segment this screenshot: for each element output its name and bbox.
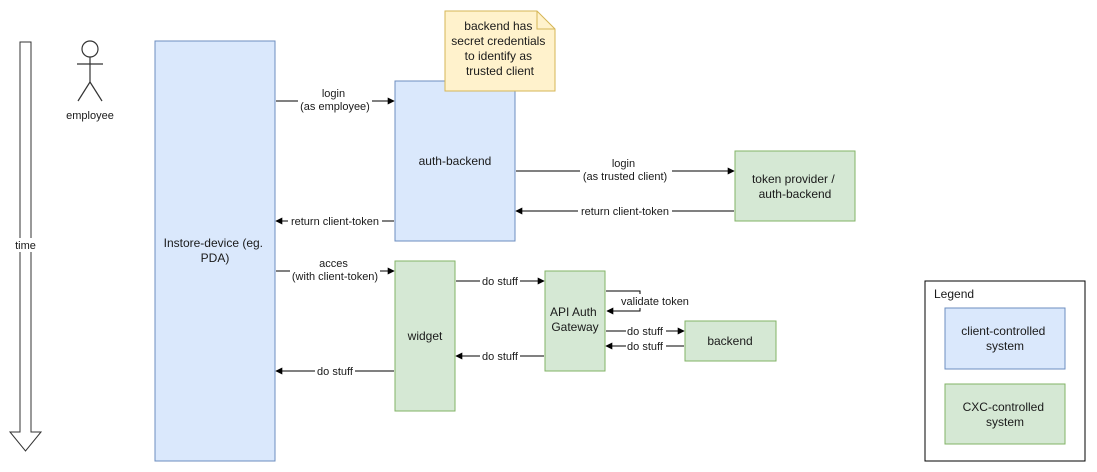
api-gateway-label: API Auth Gateway [550,305,600,334]
login-trusted-label: login (as trusted client) [583,158,667,183]
note-line: trusted client [466,64,535,78]
edge-label-line: (as employee) [300,101,370,113]
note-line: secret credentials [451,34,545,48]
edge-labels: login (as employee) login (as trusted cl… [288,86,692,378]
legend-label-line: client-controlled [961,324,1045,338]
token-provider-box [734,150,856,222]
auth-backend-label: auth-backend [419,154,492,168]
api-gateway-box [544,270,606,372]
widget-label: widget [407,329,443,343]
auth-backend-box [394,80,516,242]
edge-label-line: (with client-token) [292,271,378,283]
validate-token-label: validate token [621,296,689,308]
note-line: backend has [464,19,532,33]
instore-device-label-line: PDA) [201,251,230,265]
time-label: time [15,240,36,252]
credentials-note: backend has secret credentials to identi… [444,10,556,92]
backend-label: backend [707,334,752,348]
instore-device-box [154,40,276,462]
note-text: backend has secret credentials to identi… [451,19,548,78]
do-stuff-label: do stuff [482,351,519,363]
edge-label-line: login [322,88,345,100]
access-label: acces (with client-token) [292,258,378,283]
edge-label-line: login [612,158,635,170]
instore-device-label: Instore-device (eg. PDA) [164,236,267,265]
edge-label-line: (as trusted client) [583,171,667,183]
actor-head-icon [81,40,99,58]
api-gateway-label-line: Gateway [551,320,598,334]
legend-label-line: system [986,339,1024,353]
return-token-label: return client-token [291,216,379,228]
legend-title: Legend [934,287,974,301]
instore-device-label-line: Instore-device (eg. [164,236,263,250]
legend-cxc-swatch [944,383,1066,445]
login-employee-label: login (as employee) [300,88,370,113]
note-line: to identify as [465,49,532,63]
return-token-label: return client-token [581,206,669,218]
token-provider-label-line: auth-backend [759,187,832,201]
do-stuff-label: do stuff [627,326,664,338]
legend-cxc-label: CXC-controlled system [963,400,1048,429]
employee-actor [77,40,103,102]
do-stuff-label: do stuff [482,276,519,288]
widget-box [394,260,456,412]
token-provider-label: token provider / auth-backend [752,172,838,201]
time-arrow: time [8,41,43,452]
legend-client-swatch [944,307,1066,370]
backend-box [684,320,777,362]
legend-label-line: system [986,415,1024,429]
api-gateway-label-line: API Auth [550,305,597,319]
edge-label-line: acces [319,258,348,270]
do-stuff-label: do stuff [627,341,664,353]
do-stuff-label: do stuff [317,366,354,378]
legend-label-line: CXC-controlled [963,400,1044,414]
legend: Legend client-controlled system CXC-cont… [924,280,1086,462]
employee-label: employee [66,110,114,122]
legend-client-label: client-controlled system [961,324,1048,353]
token-provider-label-line: token provider / [752,172,835,186]
